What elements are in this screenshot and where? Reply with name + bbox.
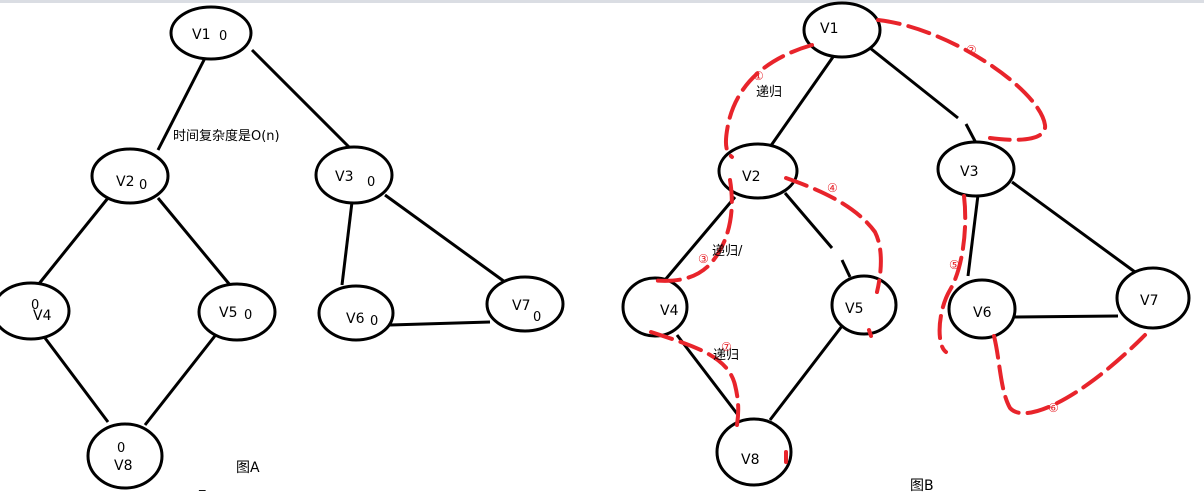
edge-a-v3-v7 — [384, 193, 506, 284]
edge-a-v2-v5 — [156, 197, 232, 286]
node-a-v1-mark: 0 — [219, 29, 227, 44]
node-b-v1-label: V1 — [820, 21, 838, 37]
node-b-v2 — [717, 142, 799, 200]
node-a-v4 — [0, 281, 71, 341]
edge-b-v4-v8 — [675, 334, 740, 416]
arc-step-3 — [648, 178, 734, 283]
step-mark-2: ② — [966, 43, 977, 57]
edge-b-v2-v5-tail — [840, 259, 852, 278]
edge-a-v3-v6 — [340, 201, 354, 286]
node-b-v6 — [947, 278, 1017, 340]
node-a-v8-mark: 0 — [117, 441, 125, 456]
arc-step-5 — [937, 194, 968, 354]
edge-b-v6-v7 — [1014, 314, 1119, 319]
node-a-v7-mark: 0 — [533, 310, 541, 325]
node-a-v1 — [169, 5, 253, 61]
node-b-v4-label: V4 — [660, 303, 679, 319]
edge-b-v1-v2 — [768, 56, 835, 148]
edge-b-v1-v3-tail — [964, 123, 978, 144]
arc-step-7 — [649, 330, 741, 427]
stray-mark: _ — [198, 477, 206, 492]
node-a-v7-label: V7 — [512, 298, 530, 314]
node-b-v5 — [830, 274, 898, 336]
node-a-v8-label: V8 — [114, 458, 132, 474]
node-a-v5 — [197, 282, 277, 342]
edge-a-v4-v8 — [43, 337, 110, 423]
node-a-v5-label: V5 — [219, 305, 237, 321]
graph-a-nodes — [0, 5, 565, 490]
edge-a-v1-v3 — [250, 48, 352, 150]
node-a-v5-mark: 0 — [244, 308, 252, 323]
graph-a-edges — [36, 48, 506, 426]
node-b-v5-label: V5 — [845, 301, 863, 317]
edge-a-v5-v8 — [143, 331, 220, 426]
edge-a-v1-v2 — [156, 57, 207, 151]
step-mark-7: ⑦ — [721, 340, 732, 354]
graph-a-labels: V1 0 V2 0 V3 0 V4 0 V5 0 V6 0 V7 0 0 V8 … — [31, 27, 541, 492]
step-mark-1: ① — [753, 69, 764, 83]
recursion-label-3: 递归 — [713, 348, 739, 363]
node-b-v7-label: V7 — [1140, 293, 1158, 309]
node-b-v8 — [715, 417, 793, 487]
arc-step-2 — [876, 18, 1047, 142]
node-a-v3-mark: 0 — [367, 175, 375, 190]
node-a-v2 — [90, 147, 170, 205]
node-a-v3-label: V3 — [335, 169, 353, 185]
node-b-v3 — [936, 140, 1016, 198]
node-b-v4 — [621, 276, 689, 338]
traversal-annotations — [648, 18, 1147, 464]
node-b-v3-label: V3 — [960, 164, 978, 180]
step-mark-4: ④ — [827, 181, 838, 195]
recursion-label-2: 递归/ — [712, 244, 743, 259]
node-b-v6-label: V6 — [973, 305, 992, 321]
graph-a-caption: 图A — [236, 460, 260, 476]
node-b-v8-label: V8 — [741, 452, 759, 468]
node-b-v2-label: V2 — [742, 169, 760, 185]
node-a-v8 — [86, 422, 164, 490]
graph-b-nodes — [621, 1, 1191, 487]
node-a-v6-label: V6 — [346, 311, 365, 327]
node-a-v2-label: V2 — [116, 174, 134, 190]
recursion-label-1: 递归 — [756, 85, 782, 100]
edge-b-v2-v5 — [783, 192, 834, 249]
edge-b-v1-v3 — [869, 46, 959, 120]
node-a-v6-mark: 0 — [370, 314, 378, 329]
graph-a: V1 0 V2 0 V3 0 V4 0 V5 0 V6 0 V7 0 0 V8 … — [0, 5, 565, 492]
edge-b-v2-v4 — [663, 196, 737, 281]
graph-b-labels: V1 V2 V3 V4 V5 V6 V7 V8 递归 递归/ 递归 ① ② ③ … — [660, 21, 1158, 494]
edge-a-v2-v4 — [36, 197, 110, 286]
edge-a-v6-v7 — [389, 320, 491, 327]
arc-step-1 — [723, 43, 814, 159]
edge-b-v5-v8 — [768, 325, 844, 421]
graph-b: V1 V2 V3 V4 V5 V6 V7 V8 递归 递归/ 递归 ① ② ③ … — [621, 1, 1191, 494]
node-b-v7 — [1115, 266, 1191, 330]
node-a-v4-label: V4 — [33, 308, 52, 324]
graph-b-caption: 图B — [910, 478, 934, 494]
step-mark-5: ⑤ — [949, 258, 960, 272]
node-a-v1-label: V1 — [192, 27, 210, 43]
node-a-v3 — [314, 145, 394, 205]
edge-b-v3-v6 — [966, 194, 980, 277]
step-mark-3: ③ — [698, 252, 709, 266]
node-a-v6 — [317, 284, 395, 342]
arc-step-4 — [784, 176, 883, 294]
node-a-v4-mark: 0 — [31, 298, 39, 313]
arc-step-6 — [992, 333, 1147, 416]
complexity-note: 时间复杂度是O(n) — [173, 128, 280, 144]
graph-b-edges — [663, 46, 1136, 421]
step-mark-6: ⑥ — [1048, 401, 1059, 415]
edge-b-v3-v7 — [1011, 180, 1136, 274]
arc-v5-tick — [867, 328, 873, 338]
node-a-v7 — [485, 275, 565, 333]
node-b-v1 — [802, 1, 882, 59]
node-a-v2-mark: 0 — [139, 178, 147, 193]
window-top-border — [0, 0, 1204, 3]
